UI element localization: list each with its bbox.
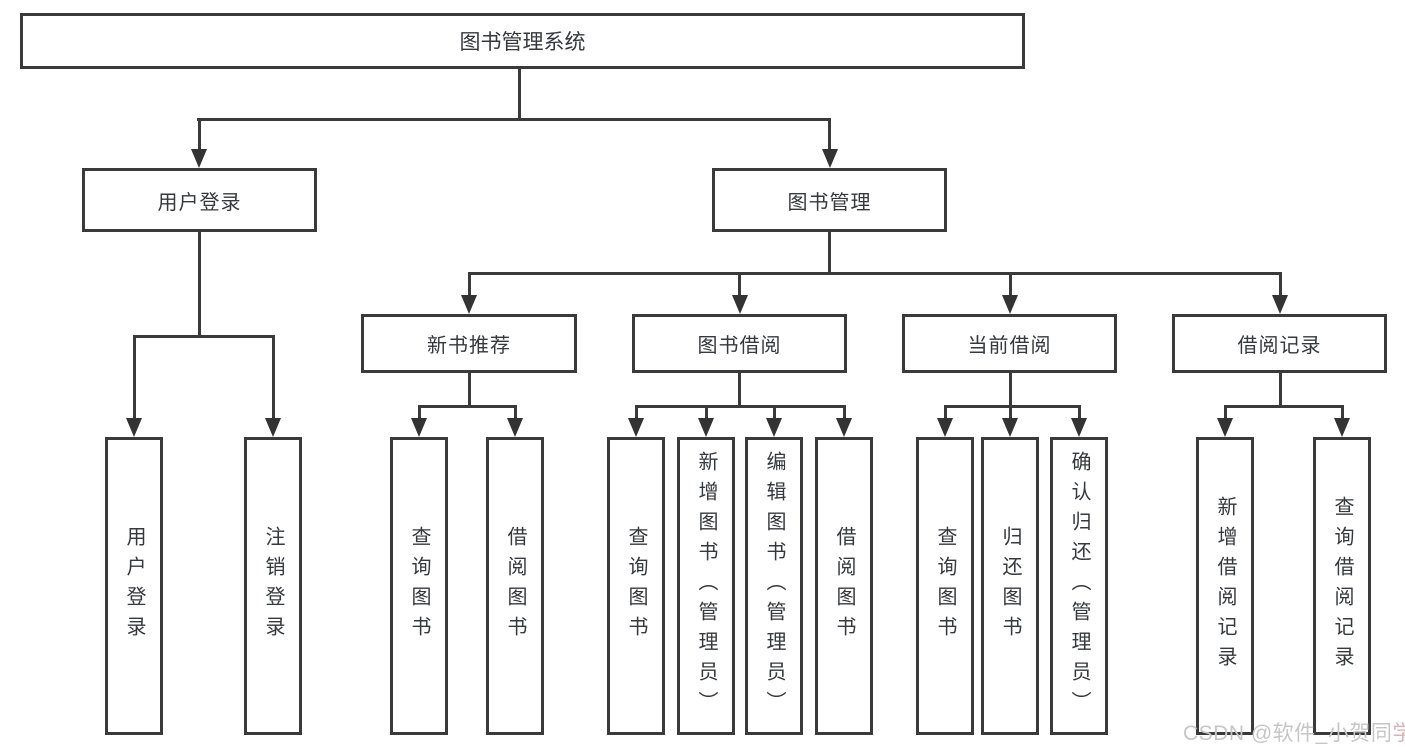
arrowhead-user-leaf2 [265, 418, 281, 437]
connector-level1-rail [197, 118, 831, 121]
connector-user-leaf2-drop [271, 335, 275, 419]
node-borrow-records-label: 借阅记录 [1237, 335, 1322, 357]
arrowhead-user [191, 149, 207, 168]
node-current-borrow-label: 当前借阅 [967, 335, 1052, 357]
node-current-query-books-label: 查询图书 [934, 526, 956, 646]
node-new-book-recommend: 新书推荐 [361, 314, 577, 373]
node-user-login-leaf-label: 用户登录 [123, 526, 145, 646]
node-root-label: 图书管理系统 [459, 31, 586, 54]
node-book-borrow: 图书借阅 [632, 314, 847, 373]
node-current-borrow: 当前借阅 [902, 314, 1117, 373]
node-logout-leaf-label: 注销登录 [262, 526, 284, 646]
node-current-return-books: 归还图书 [981, 437, 1039, 735]
arrowhead-recommend-leaf2 [507, 418, 523, 437]
node-borrow-borrow-books-label: 借阅图书 [833, 526, 855, 646]
connector-recommend-stub [467, 373, 471, 405]
connector-user-drop [197, 118, 201, 152]
connector-sections-rail [467, 272, 1282, 275]
connector-borrow-leaf1-drop [634, 405, 638, 421]
connector-root-stub [518, 69, 521, 118]
arrowhead-borrow-leaf1 [628, 418, 644, 437]
node-records-query-record: 查询借阅记录 [1313, 437, 1371, 735]
arrowhead-records-leaf2 [1334, 418, 1350, 437]
connector-recommend-rail [417, 405, 517, 408]
connector-book-drop [828, 118, 831, 152]
connector-book-stub [828, 232, 831, 272]
node-borrow-add-books-admin-label: 新增图书（管理员） [695, 451, 717, 721]
node-current-confirm-return-admin-label: 确认归还（管理员） [1068, 451, 1090, 721]
node-book-management-group: 图书管理 [712, 168, 947, 232]
connector-recommend-drop [467, 272, 471, 298]
csdn-watermark-accent: 学 [1392, 722, 1405, 745]
csdn-watermark: CSDN @软件_小贺同学 [1183, 717, 1405, 747]
node-current-return-books-label: 归还图书 [999, 526, 1021, 646]
node-logout-leaf: 注销登录 [244, 437, 302, 735]
connector-records-stub [1278, 373, 1282, 405]
node-borrow-edit-books-admin: 编辑图书（管理员） [745, 437, 803, 735]
connector-recommend-leaf2-drop [513, 405, 517, 421]
node-recommend-query-books: 查询图书 [390, 437, 448, 735]
node-user-login-group-label: 用户登录 [157, 191, 242, 214]
arrowhead-records-leaf1 [1217, 418, 1233, 437]
connector-user-rail [132, 335, 275, 338]
arrowhead-book [821, 149, 838, 168]
node-recommend-borrow-books-label: 借阅图书 [504, 526, 526, 646]
node-user-login-group: 用户登录 [82, 168, 317, 232]
arrowhead-user-leaf1 [126, 418, 142, 437]
connector-borrow-leaf4-drop [842, 405, 846, 421]
node-recommend-borrow-books: 借阅图书 [486, 437, 544, 735]
connector-current-stub [1008, 373, 1012, 405]
arrowhead-current [1002, 295, 1018, 314]
node-records-add-record-label: 新增借阅记录 [1214, 496, 1236, 676]
csdn-watermark-main: CSDN @软件_小贺同 [1183, 722, 1393, 745]
arrowhead-recommend-leaf1 [411, 418, 427, 437]
arrowhead-current-leaf1 [937, 418, 953, 437]
connector-borrow-leaf2-drop [704, 405, 708, 421]
node-current-query-books: 查询图书 [916, 437, 974, 735]
arrowhead-borrow-leaf2 [698, 418, 714, 437]
node-root-system: 图书管理系统 [20, 13, 1025, 69]
connector-user-stub [197, 232, 201, 335]
node-book-borrow-label: 图书借阅 [697, 335, 782, 357]
connector-current-leaf1-drop [943, 405, 947, 421]
node-borrow-query-books-label: 查询图书 [625, 526, 647, 646]
arrowhead-borrow-leaf3 [766, 418, 782, 437]
connector-current-leaf2-drop [1008, 405, 1012, 421]
connector-borrow-leaf3-drop [772, 405, 776, 421]
node-new-book-recommend-label: 新书推荐 [427, 335, 511, 357]
node-borrow-records: 借阅记录 [1172, 314, 1387, 373]
arrowhead-borrow-leaf4 [836, 418, 852, 437]
connector-current-leaf3-drop [1077, 405, 1081, 421]
connector-records-rail [1223, 405, 1344, 408]
node-recommend-query-books-label: 查询图书 [408, 526, 430, 646]
node-book-management-group-label: 图书管理 [787, 191, 872, 214]
node-borrow-edit-books-admin-label: 编辑图书（管理员） [763, 451, 785, 721]
node-records-query-record-label: 查询借阅记录 [1331, 496, 1353, 676]
arrowhead-current-leaf3 [1071, 418, 1087, 437]
arrowhead-records [1272, 295, 1288, 314]
arrowhead-current-leaf2 [1002, 418, 1018, 437]
node-records-add-record: 新增借阅记录 [1196, 437, 1254, 735]
connector-current-rail [943, 405, 1081, 408]
connector-borrow-rail [634, 405, 846, 408]
connector-borrow-stub [738, 373, 741, 405]
connector-borrow-drop [738, 272, 741, 298]
node-borrow-query-books: 查询图书 [607, 437, 665, 735]
node-borrow-borrow-books: 借阅图书 [815, 437, 873, 735]
connector-recommend-leaf1-drop [417, 405, 421, 421]
node-borrow-add-books-admin: 新增图书（管理员） [677, 437, 735, 735]
arrowhead-borrow [731, 295, 748, 314]
connector-records-leaf2-drop [1340, 405, 1344, 421]
connector-records-drop [1278, 272, 1282, 298]
connector-user-leaf1-drop [132, 335, 136, 419]
connector-records-leaf1-drop [1223, 405, 1227, 421]
node-user-login-leaf: 用户登录 [105, 437, 163, 735]
connector-current-drop [1008, 272, 1012, 298]
node-current-confirm-return-admin: 确认归还（管理员） [1050, 437, 1108, 735]
arrowhead-recommend [461, 295, 477, 314]
